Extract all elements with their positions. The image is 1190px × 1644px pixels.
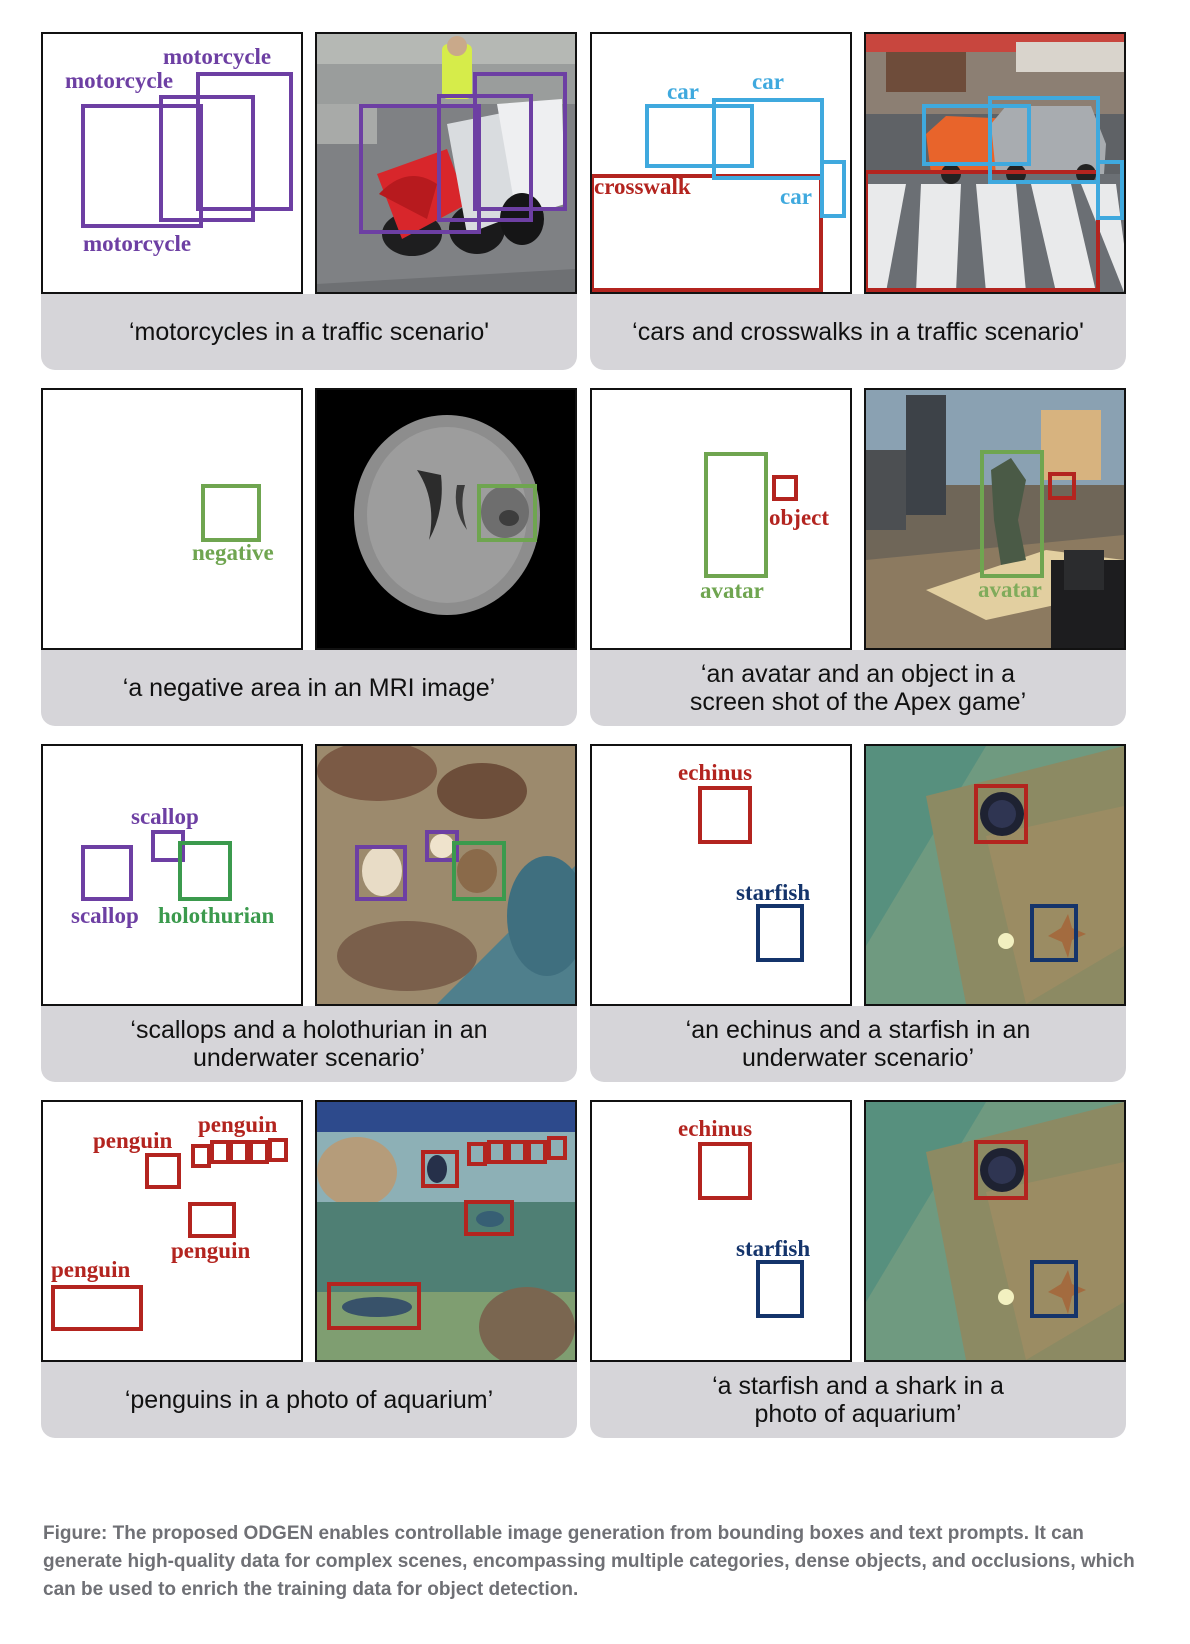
label-echinus: echinus — [678, 760, 752, 785]
bbox-penguin — [191, 1144, 211, 1168]
bbox-scallop-1 — [81, 845, 133, 901]
generated-photo-seabed — [866, 746, 1124, 1004]
caption-line: ‘an avatar and an object in a — [700, 660, 1016, 688]
bounding-box-layout: scallop scallop holothurian — [71, 804, 275, 928]
bbox-penguin — [145, 1153, 181, 1189]
bbox-penguin — [249, 1140, 269, 1164]
figure-caption: Figure: The proposed ODGEN enables contr… — [43, 1523, 1135, 1600]
generated-image — [864, 32, 1126, 294]
label-motorcycle: motorcycle — [65, 68, 173, 93]
bbox-motorcycle-3 — [196, 72, 293, 211]
bbox-starfish — [756, 1260, 804, 1318]
label-object: object — [769, 505, 829, 530]
label-negative: negative — [192, 540, 274, 565]
panel-caption: ‘cars and crosswalks in a traffic scenar… — [590, 294, 1126, 370]
label-scallop: scallop — [71, 903, 139, 928]
label-starfish: starfish — [736, 1236, 810, 1261]
panel-caption: ‘motorcycles in a traffic scenario' — [41, 294, 577, 370]
bbox-echinus — [698, 1142, 752, 1200]
label-avatar-overlay: avatar — [978, 577, 1042, 602]
panel-caption: ‘scallops and a holothurian in an underw… — [41, 1006, 577, 1082]
label-penguin: penguin — [198, 1112, 277, 1137]
caption-line: ‘scallops and a holothurian in an — [130, 1016, 488, 1044]
label-penguin: penguin — [51, 1257, 130, 1282]
layout-box-diagram: scallop scallop holothurian — [41, 744, 303, 1006]
generated-image — [315, 388, 577, 650]
caption-line: underwater scenario’ — [192, 1044, 426, 1072]
label-echinus: echinus — [678, 1116, 752, 1141]
label-avatar: avatar — [700, 578, 764, 603]
layout-box-diagram: negative — [41, 388, 303, 650]
generated-image: avatar — [864, 388, 1126, 650]
bbox-penguin — [188, 1202, 236, 1238]
bounding-box-layout: penguin penguin penguin penguin — [51, 1112, 288, 1331]
generated-photo-game: avatar — [866, 390, 1124, 648]
generated-photo-seabed — [866, 1102, 1124, 1360]
bounding-box-layout: negative — [192, 484, 274, 565]
layout-box-diagram: car car car crosswalk — [590, 32, 852, 294]
bounding-box-layout: echinus starfish — [678, 1116, 810, 1318]
bbox-holothurian — [178, 841, 232, 901]
bbox-overlay — [473, 72, 567, 211]
bbox-crosswalk — [592, 174, 823, 292]
bbox-penguin — [51, 1285, 143, 1331]
label-car: car — [667, 79, 699, 104]
generated-image — [864, 1100, 1126, 1362]
layout-box-diagram: penguin penguin penguin penguin — [41, 1100, 303, 1362]
bbox-penguin — [229, 1140, 249, 1164]
generated-image — [315, 744, 577, 1006]
bbox-object — [772, 475, 798, 501]
label-scallop: scallop — [131, 804, 199, 829]
bbox-negative — [201, 484, 261, 542]
generated-image — [864, 744, 1126, 1006]
bounding-box-layout: object avatar — [700, 452, 829, 603]
bbox-overlay — [359, 104, 481, 234]
panel-caption: ‘an echinus and a starfish in an underwa… — [590, 1006, 1126, 1082]
bbox-motorcycle-1 — [81, 104, 203, 228]
label-car: car — [752, 69, 784, 94]
generated-photo-motorcycles — [317, 34, 575, 292]
label-starfish: starfish — [736, 880, 810, 905]
bbox-car-3 — [820, 160, 846, 218]
bbox-starfish — [756, 904, 804, 962]
bbox-motorcycle-2 — [159, 95, 255, 222]
caption-line: underwater scenario’ — [741, 1044, 975, 1072]
panel-caption: ‘a starfish and a shark in a photo of aq… — [590, 1362, 1126, 1438]
caption-line: ‘a starfish and a shark in a — [712, 1372, 1004, 1400]
bbox-car-2 — [712, 98, 824, 180]
layout-box-diagram: motorcycle motorcycle motorcycle — [41, 32, 303, 294]
bbox-avatar — [704, 452, 768, 578]
generated-photo-mri — [317, 390, 575, 648]
generated-photo-aquarium — [317, 1102, 575, 1360]
generated-photo-street — [866, 34, 1124, 292]
bbox-car-1 — [645, 104, 754, 168]
caption-line: ‘an echinus and a starfish in an — [685, 1016, 1031, 1044]
bbox-penguin — [210, 1140, 230, 1164]
label-motorcycle: motorcycle — [83, 231, 191, 256]
caption-line: photo of aquarium’ — [754, 1400, 962, 1428]
label-penguin: penguin — [171, 1238, 250, 1263]
label-crosswalk: crosswalk — [594, 174, 691, 199]
label-car: car — [780, 184, 812, 209]
label-holothurian: holothurian — [158, 903, 275, 928]
generated-image — [315, 1100, 577, 1362]
bbox-scallop-2 — [151, 830, 185, 862]
bounding-box-layout: echinus starfish — [678, 760, 810, 962]
caption-line: screen shot of the Apex game’ — [689, 688, 1027, 716]
bbox-echinus — [698, 786, 752, 844]
generated-image — [315, 32, 577, 294]
bbox-overlay — [437, 94, 533, 222]
layout-box-diagram: object avatar — [590, 388, 852, 650]
bounding-box-layout: motorcycle motorcycle motorcycle — [65, 44, 293, 256]
label-motorcycle: motorcycle — [163, 44, 271, 69]
generated-photo-underwater — [317, 746, 575, 1004]
layout-box-diagram: echinus starfish — [590, 744, 852, 1006]
panel-caption: ‘penguins in a photo of aquarium’ — [41, 1362, 577, 1438]
layout-box-diagram: echinus starfish — [590, 1100, 852, 1362]
panel-caption: ‘an avatar and an object in a screen sho… — [590, 650, 1126, 726]
bounding-box-layout: car car car crosswalk — [592, 69, 846, 292]
bbox-penguin — [268, 1138, 288, 1162]
label-penguin: penguin — [93, 1128, 172, 1153]
panel-caption: ‘a negative area in an MRI image’ — [41, 650, 577, 726]
